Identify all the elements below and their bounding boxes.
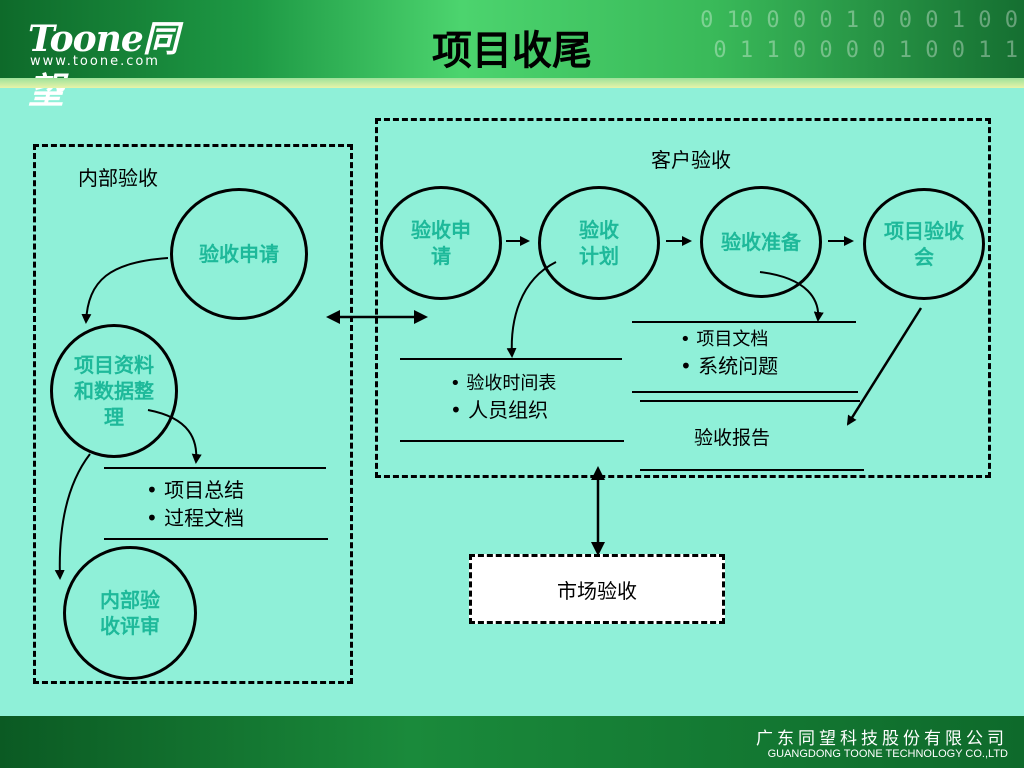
internal-item: • 项目总结 [146,478,245,502]
internal-items-list: • 项目总结 • 过程文档 [146,476,244,532]
logo-url: www.toone.com [30,54,160,69]
data-organize-node: 项目资料 和数据整 理 [50,324,178,458]
report-bottom-line [640,469,864,471]
plan-items-bottom-line [400,440,624,442]
data-organize-line1: 项目资料 [74,353,154,377]
internal-review-node: 内部验 收评审 [63,546,197,680]
footer-banner: 广东同望科技股份有限公司 GUANGDONG TOONE TECHNOLOGY … [0,716,1024,768]
arrow-apply-to-data [81,257,169,324]
acceptance-plan-node: 验收 计划 [538,186,660,300]
prepare-items-bottom-line [632,391,858,393]
internal-acceptance-box [33,144,353,684]
internal-items-top-line [104,467,326,469]
customer-apply-line1: 验收申 [411,218,471,242]
customer-apply-node: 验收申 请 [380,186,502,300]
arrow-data-to-items [147,409,202,464]
arrow-plan-to-items [506,261,557,358]
prepare-items-top-line [632,321,856,323]
market-acceptance-label: 市场验收 [557,578,637,603]
acceptance-plan-line1: 验收 [579,218,619,242]
plan-item: • 验收时间表 [450,373,557,394]
acceptance-meeting-node: 项目验收 会 [863,188,985,300]
binary-decoration: 0 10 0 0 0 1 0 0 0 1 0 0 0 1 1 0 0 0 0 1… [700,6,1018,66]
prepare-items-list: • 项目文档 • 系统问题 [680,328,778,380]
arrow-prepare-to-items [759,271,824,322]
header-stripe [0,78,1024,88]
internal-apply-node: 验收申请 [170,188,308,320]
arrow-data-to-review [54,453,91,580]
customer-acceptance-box [375,118,991,478]
logo-mark: Toone同望 [28,18,179,112]
plan-items-list: • 验收时间表 • 人员组织 [450,372,556,424]
acceptance-prepare-label: 验收准备 [721,230,801,254]
report-top-line [640,400,860,402]
internal-apply-label: 验收申请 [199,242,279,266]
acceptance-report-label: 验收报告 [694,427,771,449]
prepare-item: • 系统问题 [680,354,779,378]
acceptance-meeting-line2: 会 [914,245,934,269]
internal-items-bottom-line [104,538,328,540]
data-organize-line2: 和数据整 [74,379,154,403]
binary-line-1: 0 10 0 0 0 1 0 0 0 1 0 0 [700,8,1018,33]
internal-review-line2: 收评审 [100,614,160,638]
prepare-item: • 项目文档 [680,329,769,350]
arrow-meeting-to-report [846,307,923,426]
header-banner: 0 10 0 0 0 1 0 0 0 1 0 0 0 1 1 0 0 0 0 1… [0,0,1024,112]
internal-acceptance-title: 内部验收 [78,166,158,190]
footer-company-cn: 广东同望科技股份有限公司 [756,729,1008,749]
acceptance-meeting-line1: 项目验收 [884,219,964,243]
binary-line-2: 0 1 1 0 0 0 0 1 0 0 1 1 [713,38,1018,63]
acceptance-plan-line2: 计划 [579,244,619,268]
acceptance-prepare-node: 验收准备 [700,186,822,298]
customer-acceptance-title: 客户验收 [651,148,731,172]
page-title: 项目收尾 [432,28,592,74]
footer-company-en: GUANGDONG TOONE TECHNOLOGY CO.,LTD [767,748,1008,760]
internal-item: • 过程文档 [146,506,245,530]
data-organize-line3: 理 [104,405,124,429]
plan-item: • 人员组织 [450,398,549,422]
internal-review-line1: 内部验 [100,588,160,612]
company-logo: Toone同望 www.toone.com [28,10,198,112]
customer-apply-line2: 请 [431,244,451,268]
plan-items-top-line [400,358,622,360]
